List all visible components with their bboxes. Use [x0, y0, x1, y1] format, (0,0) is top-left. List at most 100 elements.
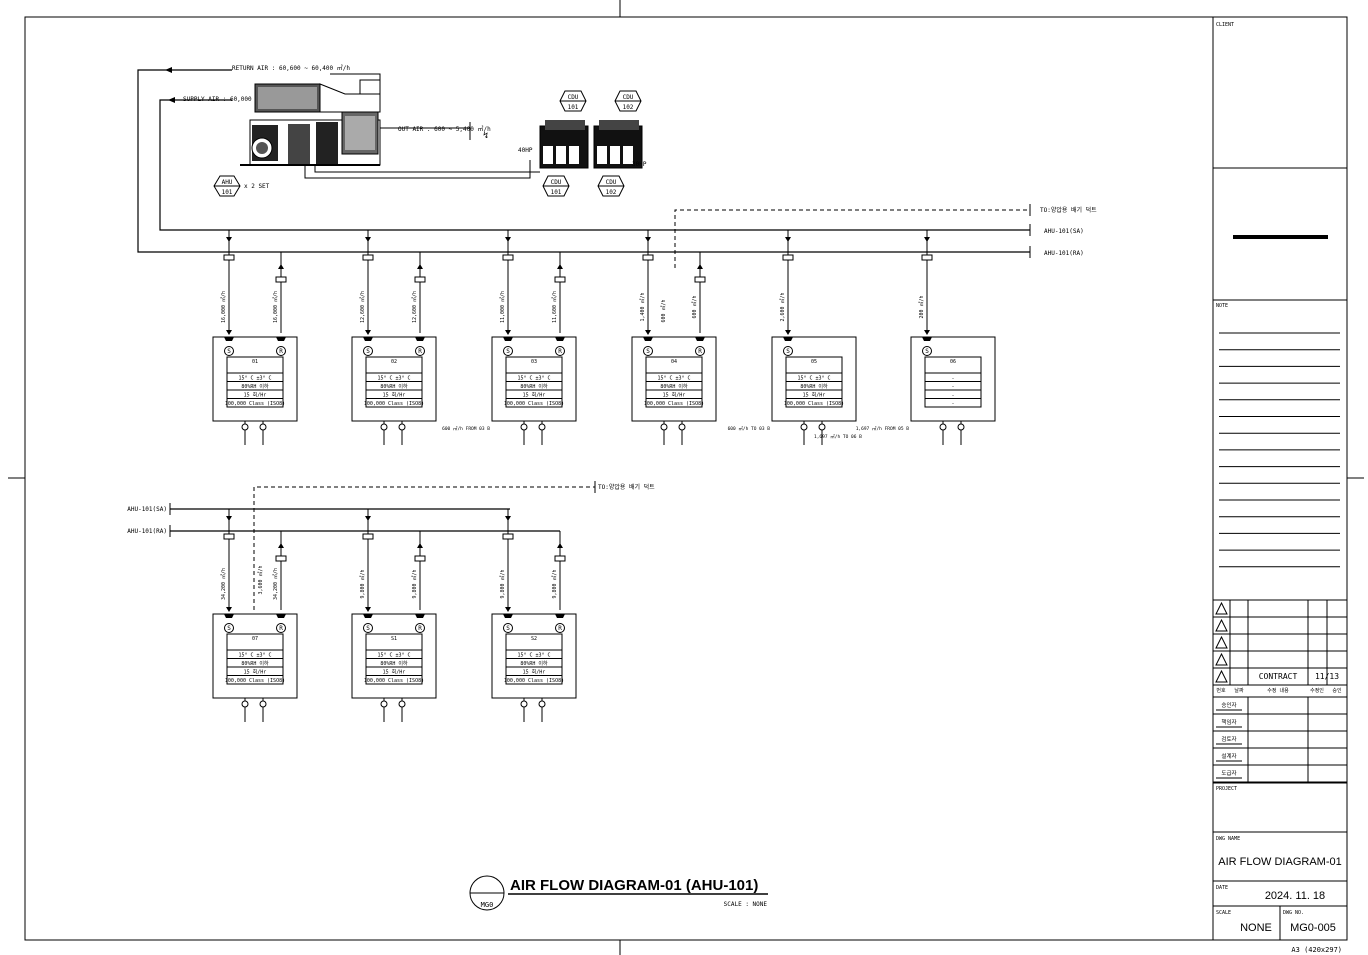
room-S2-supply-diffuser-letter: S	[506, 625, 510, 632]
rev-contract-label: CONTRACT	[1259, 672, 1298, 681]
rev-head-4: 승인	[1332, 687, 1342, 694]
room-03-row-2: 15 회/Hr	[523, 392, 546, 399]
room-03-supply-diffuser	[503, 337, 513, 341]
room-07-return-grille-letter: R	[279, 625, 283, 632]
room-01-supply-diffuser	[224, 337, 234, 341]
room-01-supply-flow: 16,000 ㎥/h	[220, 291, 227, 323]
room-S2-supply-damper	[502, 533, 514, 540]
room-S1-supply-diffuser-letter: S	[366, 625, 370, 632]
room-06-row-0: -	[951, 376, 954, 382]
client-label: CLIENT	[1216, 22, 1234, 28]
room-05-row-2: 15 회/Hr	[803, 392, 826, 399]
room-01-return-grille-letter: R	[279, 348, 283, 355]
paper-size: A3 (420x297)	[1291, 946, 1342, 954]
rev-triangle-icon	[1215, 601, 1228, 615]
room-01-row-1: 80%RH 이하	[241, 383, 269, 390]
room-06-transfer-0: 1,697 ㎥/h FROM 05 B	[856, 425, 910, 432]
room-04-row-1: 80%RH 이하	[660, 383, 688, 390]
rev-contract-number: 11/13	[1315, 672, 1339, 681]
room-02-number: 02	[391, 359, 397, 365]
room-S2-return-arrow	[557, 543, 563, 548]
cdu-hp-1: 40HP	[518, 147, 533, 154]
rev-head-3: 수정인	[1310, 687, 1324, 694]
room-S1-drain-symbol-1	[398, 700, 406, 708]
room-06-supply-damper	[921, 254, 933, 261]
room-03-drain-symbol-0	[520, 423, 528, 431]
room-02-supply-diffuser-letter: S	[366, 348, 370, 355]
room-05-supply-damper	[782, 254, 794, 261]
room-S2-drain-symbol-0	[520, 700, 528, 708]
room-05-supply-flow: 2,600 ㎥/h	[779, 292, 786, 321]
room-S2-supply-arrow	[505, 516, 511, 521]
dwg-no-value: MG0-005	[1290, 922, 1336, 934]
room-03-return-damper	[554, 276, 566, 283]
project-label: PROJECT	[1216, 786, 1237, 792]
room-07-return-flow: 34,200 ㎥/h	[272, 568, 279, 600]
room-07-supply-flow: 34,200 ㎥/h	[220, 568, 227, 600]
room-04-return-flow: 600 ㎥/h	[691, 295, 698, 318]
cdu-units: CDU 101 CDU 102 40HP 30HP CDU 101 CDU 10…	[518, 90, 647, 197]
room-05-supply-diffuser-letter: S	[786, 348, 790, 355]
cdu-bottom-2-label: CDU	[606, 179, 617, 186]
room-07-row-1: 80%RH 이하	[241, 660, 269, 667]
signer-4: 도급자	[1221, 769, 1236, 777]
dwg-name-value: AIR FLOW DIAGRAM-01	[1218, 856, 1341, 868]
room-04-drain-symbol-0	[660, 423, 668, 431]
signer-3: 설계자	[1221, 752, 1236, 760]
room-S1-return-grille-letter: R	[418, 625, 422, 632]
signer-2: 검토자	[1221, 735, 1236, 743]
ahu-tag-bottom: 101	[222, 189, 233, 196]
room-03-supply-damper	[502, 254, 514, 261]
drawing-scale: SCALE : NONE	[724, 901, 768, 908]
room-03-return-grille-symbol	[555, 346, 565, 356]
room-05-number: 05	[811, 359, 817, 365]
room-04-row-0: 15° C ±3° C	[657, 376, 690, 382]
room-06-row-1: -	[951, 384, 954, 390]
room-03-return-grille	[555, 337, 565, 341]
room-04-supply-flow: 1,400 ㎥/h	[639, 292, 646, 321]
row2-sa-label: AHU-101(SA)	[127, 506, 167, 513]
room-S1-supply-diffuser-symbol	[363, 623, 373, 633]
room-02-row-3: 100,000 Class (ISO8)	[364, 401, 424, 407]
room-07-row-3: 100,000 Class (ISO8)	[225, 678, 285, 684]
room-07-return-damper	[275, 555, 287, 562]
row2-headers: TO:양압용 배기 덕트 AHU-101(SA) AHU-101(RA)	[127, 481, 655, 610]
room-04-return-grille-letter: R	[698, 348, 702, 355]
room-S1-supply-flow: 9,800 ㎥/h	[359, 569, 366, 598]
room-S1-supply-diffuser	[363, 614, 373, 618]
room-S1-supply-terminal	[365, 607, 371, 612]
room-S2-return-grille	[555, 614, 565, 618]
room-05-drain-symbol-0	[800, 423, 808, 431]
room-07-supply-diffuser-letter: S	[227, 625, 231, 632]
room-04-return-grille-symbol	[695, 346, 705, 356]
ahu-set-count: x 2 SET	[244, 183, 270, 190]
room-04-supply-diffuser	[643, 337, 653, 341]
room-01-row-0: 15° C ±3° C	[238, 376, 271, 382]
room-S2-supply-terminal	[505, 607, 511, 612]
room-01-row-3: 100,000 Class (ISO8)	[225, 401, 285, 407]
room-04-supply-diffuser-letter: S	[646, 348, 650, 355]
return-air-label: RETURN AIR : 60,600 ~ 60,400 ㎥/h	[232, 64, 350, 72]
cdu-top-1-number: 101	[568, 104, 579, 111]
room-S2-supply-diffuser	[503, 614, 513, 618]
room-02-return-flow: 12,600 ㎥/h	[411, 291, 418, 323]
room-S2-return-grille-letter: R	[558, 625, 562, 632]
room-03-transfer-0: 600 ㎥/h FROM 03 B	[442, 425, 490, 432]
room-01-return-grille	[276, 337, 286, 341]
room-01-return-damper	[275, 276, 287, 283]
room-05-supply-diffuser-symbol	[783, 346, 793, 356]
room-06-supply-flow: 200 ㎥/h	[918, 295, 925, 318]
room-S2-row-1: 80%RH 이하	[520, 660, 548, 667]
room-03-return-arrow	[557, 264, 563, 269]
title-symbol: MG0	[481, 901, 494, 909]
date-label: DATE	[1216, 885, 1228, 891]
room-S1-row-0: 15° C ±3° C	[377, 653, 410, 659]
room-01-supply-damper	[223, 254, 235, 261]
cdu-hp-2: 30HP	[632, 161, 647, 168]
room-07-supply-diffuser-symbol	[224, 623, 234, 633]
room04-exhaust-flow: 600 ㎥/h	[660, 299, 667, 322]
room-01-return-flow: 16,000 ㎥/h	[272, 291, 279, 323]
room-03-supply-diffuser-letter: S	[506, 348, 510, 355]
